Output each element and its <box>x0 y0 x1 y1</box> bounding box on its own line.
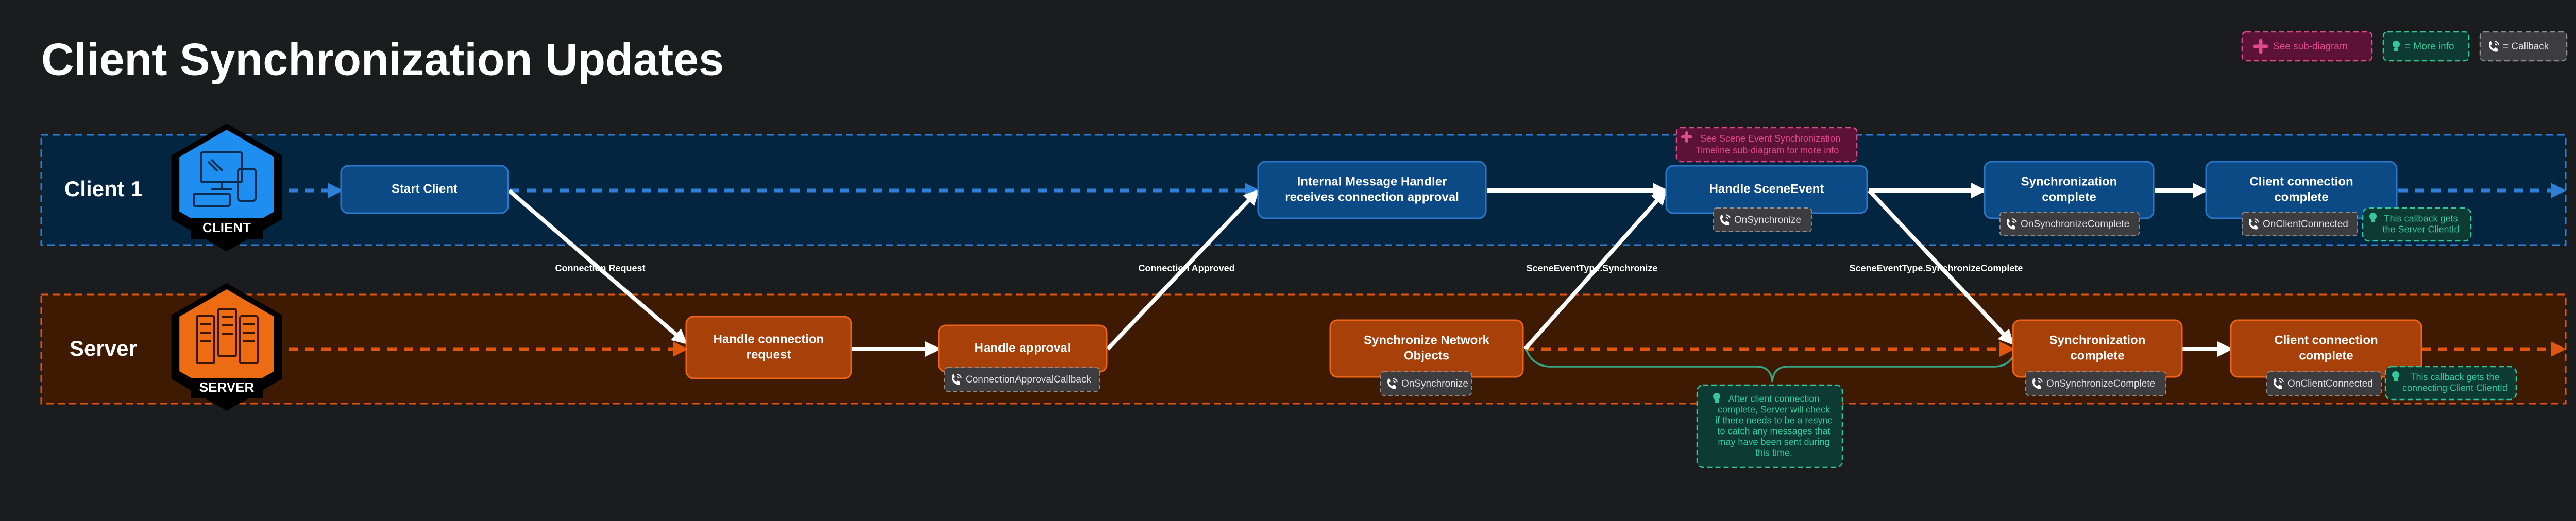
page-title: Client Synchronization Updates <box>41 33 724 84</box>
node-start-client-label: Start Client <box>392 182 457 196</box>
legend-subdiagram-tag <box>2241 31 2373 62</box>
callback-on-synchronize-server-label: OnSynchronize <box>1401 378 1468 389</box>
node-client-connection-complete-label: complete <box>2274 190 2328 204</box>
server-badge: SERVER <box>171 283 282 411</box>
legend: See sub-diagram = More info = Callback <box>2241 31 2568 62</box>
edge-label: Connection Request <box>555 263 645 273</box>
callback-on-sync-complete-server-label: OnSynchronizeComplete <box>2046 378 2155 389</box>
edge-connection-approved <box>1106 189 1260 351</box>
node-handle-approval: Handle approval <box>938 324 1108 373</box>
note-server-resync-info-text: if there needs to be a resync <box>1715 415 1832 425</box>
edge-connection-request <box>507 188 688 344</box>
node-server-connection-complete: Client connection complete <box>2230 319 2422 378</box>
node-internal-message-handler-label: receives connection approval <box>1285 190 1459 204</box>
phone-callback-icon <box>2274 378 2284 389</box>
node-client-connection-complete: Client connection complete <box>2205 161 2398 219</box>
server-badge-label: SERVER <box>199 379 255 395</box>
note-server-resync-info-text: complete, Server will check <box>1718 404 1831 414</box>
node-synchronize-network-objects-label: Synchronize Network <box>1364 333 1490 347</box>
node-server-connection-complete-label: complete <box>2299 349 2353 362</box>
callback-on-client-connected-client: OnClientConnected <box>2242 212 2358 236</box>
plus-icon <box>2253 39 2268 54</box>
note-server-resync-info-text: may have been sent during <box>1718 437 1829 447</box>
node-handle-connection-request-label: Handle connection <box>714 332 824 346</box>
lightbulb-icon <box>2392 371 2399 381</box>
node-client-sync-complete-label: Synchronization <box>2021 175 2117 188</box>
callback-on-sync-complete-client: OnSynchronizeComplete <box>1999 212 2140 236</box>
node-synchronize-network-objects-label: Objects <box>1404 349 1449 362</box>
node-internal-message-handler: Internal Message Handler receives connect… <box>1257 161 1487 219</box>
phone-callback-icon <box>2032 378 2043 389</box>
client-badge: CLIENT <box>171 124 282 251</box>
note-server-resync-info-text: After client connection <box>1728 393 1819 404</box>
callback-on-synchronize-client-label: OnSynchronize <box>1734 215 1801 225</box>
node-server-sync-complete-label: complete <box>2070 349 2124 362</box>
node-handle-approval-label: Handle approval <box>975 341 1071 355</box>
phone-callback-icon <box>2489 41 2499 52</box>
lightbulb-icon <box>2393 41 2400 51</box>
phone-callback-icon <box>1720 214 1731 225</box>
callback-on-synchronize-client: OnSynchronize <box>1713 207 1812 232</box>
node-handle-scene-event: Handle SceneEvent <box>1665 165 1868 214</box>
edge-synchronize-complete <box>1868 189 2014 345</box>
resync-brace <box>1525 349 2016 383</box>
note-server-callback-info-text: This callback gets the <box>2410 372 2499 382</box>
note-scene-event-subdiagram: See Scene Event SynchronizationTimeline … <box>1675 127 1858 163</box>
callback-on-client-connected-server: OnClientConnected <box>2266 371 2382 396</box>
phone-callback-icon <box>952 374 962 385</box>
edge-synchronize <box>1523 189 1667 351</box>
node-handle-connection-request-label: request <box>747 348 791 361</box>
edge-label: SceneEventType.SynchronizeComplete <box>1850 263 2023 273</box>
plus-icon <box>1681 131 1692 143</box>
note-client-callback-info-text: This callback gets <box>2384 213 2458 223</box>
callback-connection-approval-label: ConnectionApprovalCallback <box>965 374 1091 385</box>
node-client-sync-complete: Synchronization complete <box>1984 161 2155 219</box>
callback-connection-approval: ConnectionApprovalCallback <box>944 367 1100 392</box>
note-scene-event-subdiagram-text: See Scene Event Synchronization <box>1700 133 1840 144</box>
lightbulb-icon <box>1713 393 1720 403</box>
callback-on-client-connected-client-label: OnClientConnected <box>2263 219 2348 230</box>
callback-on-synchronize-server: OnSynchronize <box>1380 371 1472 396</box>
callback-on-client-connected-server-label: OnClientConnected <box>2287 378 2373 389</box>
callback-on-sync-complete-client-label: OnSynchronizeComplete <box>2021 219 2129 230</box>
server-rack-icon <box>196 308 259 364</box>
note-server-resync-info-text: this time. <box>1755 447 1792 458</box>
node-server-connection-complete-label: Client connection <box>2274 333 2378 347</box>
client-device-icon <box>193 151 257 207</box>
node-client-connection-complete-label: Client connection <box>2249 175 2353 188</box>
legend-subdiagram-label: See sub-diagram <box>2273 41 2348 52</box>
phone-callback-icon <box>1387 378 1398 389</box>
callback-on-sync-complete-server: OnSynchronizeComplete <box>2025 371 2166 396</box>
node-server-sync-complete: Synchronization complete <box>2012 319 2183 378</box>
node-server-sync-complete-label: Synchronization <box>2049 333 2146 347</box>
edge-label: Connection Approved <box>1138 263 1234 273</box>
note-server-callback-info-text: connecting Client ClientId <box>2402 383 2507 393</box>
note-client-callback-info-text: the Server ClientId <box>2382 224 2459 234</box>
legend-callback-tag <box>2479 31 2568 62</box>
client-badge-label: CLIENT <box>202 220 251 235</box>
node-internal-message-handler-label: Internal Message Handler <box>1297 175 1447 188</box>
legend-info-tag <box>2382 31 2470 62</box>
lightbulb-icon <box>2369 213 2377 222</box>
node-client-sync-complete-label: complete <box>2042 190 2096 204</box>
phone-callback-icon <box>2007 218 2017 230</box>
note-server-resync-info-text: to catch any messages that <box>1717 426 1830 436</box>
legend-callback-label: = Callback <box>2503 41 2549 52</box>
client-lane-label: Client 1 <box>64 177 143 201</box>
edge-label: SceneEventType.Synchronize <box>1527 263 1658 273</box>
note-scene-event-subdiagram-text: Timeline sub-diagram for more info <box>1696 145 1839 155</box>
phone-callback-icon <box>2249 218 2259 230</box>
node-start-client: Start Client <box>340 165 509 214</box>
server-lane-label: Server <box>70 336 137 360</box>
legend-info-label: = More info <box>2405 41 2454 52</box>
node-handle-connection-request: Handle connection request <box>685 316 852 379</box>
node-handle-scene-event-label: Handle SceneEvent <box>1709 182 1824 196</box>
